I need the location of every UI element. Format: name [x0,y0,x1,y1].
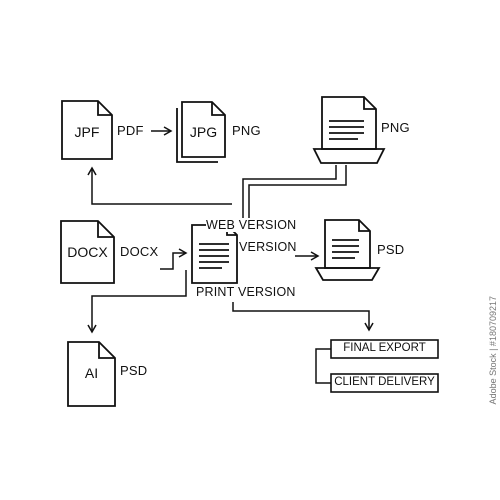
print-version-to-export-arrow [232,302,374,332]
ai-document-icon [67,341,116,407]
print-version-label: PRINT VERSION [196,285,296,299]
psd-printer-icon [314,219,381,281]
psd-printer-label: PSD [377,242,405,257]
docx-to-center-arrow [160,248,188,270]
final-export-label: FINAL EXPORT [343,342,426,354]
png-printer-icon [312,96,386,164]
jpg-document-icon [176,101,226,163]
boxes-bracket-connector [315,348,331,384]
docx-icon-text: DOCX [67,244,108,260]
ai-node-label: PSD [120,363,148,378]
docx-document-icon [60,220,115,284]
center-to-jpf-arrow [87,166,232,205]
center-to-ai-arrow [87,270,187,334]
ai-icon-text: AI [84,365,99,381]
docx-node-label: DOCX [120,244,159,259]
central-document-icon [191,224,238,284]
version-label: VERSION [239,240,297,254]
png-printer-to-center-connector-inner [248,165,347,218]
stock-watermark-id: Adobe Stock | #180709217 [488,295,498,404]
web-version-label: WEB VERSION [206,218,297,232]
jpg-node-label: PNG [232,123,261,138]
jpf-node-label: PDF [117,123,144,138]
jpf-document-icon [61,100,113,160]
jpg-icon-text: JPG [189,124,218,140]
client-delivery-label: CLIENT DELIVERY [334,376,435,388]
jpf-icon-text: JPF [74,124,100,140]
png-printer-label: PNG [381,120,410,135]
png-printer-to-center-connector [242,165,337,218]
